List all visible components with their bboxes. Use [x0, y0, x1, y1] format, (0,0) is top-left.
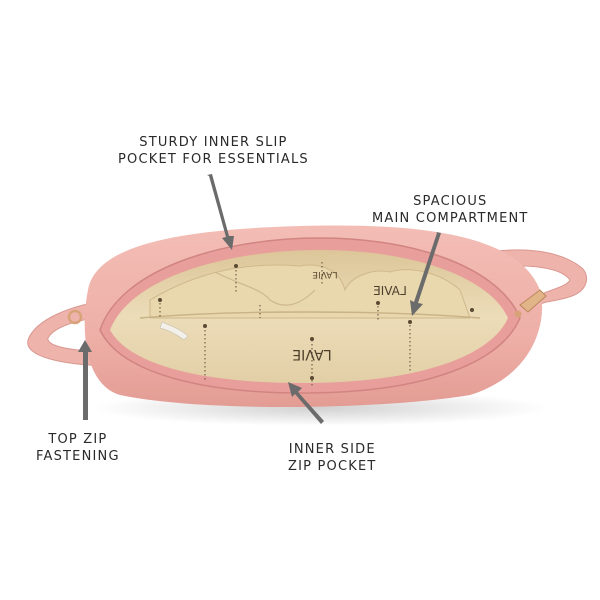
lining-print-dots: [158, 264, 474, 380]
arrow-side-zip-pocket: [288, 382, 324, 425]
arrow-top-zip: [78, 340, 92, 420]
callout-main-compartment: SPACIOUS MAIN COMPARTMENT: [372, 193, 529, 227]
left-zip-ring: [67, 309, 83, 325]
brand-print-main: LAVIE: [292, 346, 331, 362]
callout-main-compartment-line1: SPACIOUS: [413, 194, 488, 209]
pocket-seam: [139, 311, 481, 319]
callout-top-zip: TOP ZIP FASTENING: [36, 431, 120, 465]
callout-side-zip-pocket-line2: ZIP POCKET: [288, 459, 377, 474]
brand-print-pocket-2: LAVIE: [312, 269, 338, 279]
callout-main-compartment-line2: MAIN COMPARTMENT: [372, 211, 529, 226]
callout-top-zip-line2: FASTENING: [36, 449, 120, 464]
callout-slip-pocket: STURDY INNER SLIP POCKET FOR ESSENTIALS: [118, 134, 309, 168]
callout-side-zip-pocket-line1: INNER SIDE: [288, 442, 376, 457]
arrow-slip-pocket: [207, 174, 234, 250]
callout-slip-pocket-line2: POCKET FOR ESSENTIALS: [118, 152, 309, 167]
brand-print-pocket: LAVIE: [373, 284, 407, 298]
callout-side-zip-pocket: INNER SIDE ZIP POCKET: [288, 441, 377, 475]
arrow-main-compartment: [410, 232, 441, 316]
lining-print-pattern: [159, 262, 411, 386]
right-zip-pull: [519, 289, 547, 313]
callout-arrows: [78, 174, 441, 425]
callout-slip-pocket-line1: STURDY INNER SLIP: [139, 135, 288, 150]
callout-top-zip-line1: TOP ZIP: [48, 432, 108, 447]
side-pocket-tab: [159, 321, 189, 341]
